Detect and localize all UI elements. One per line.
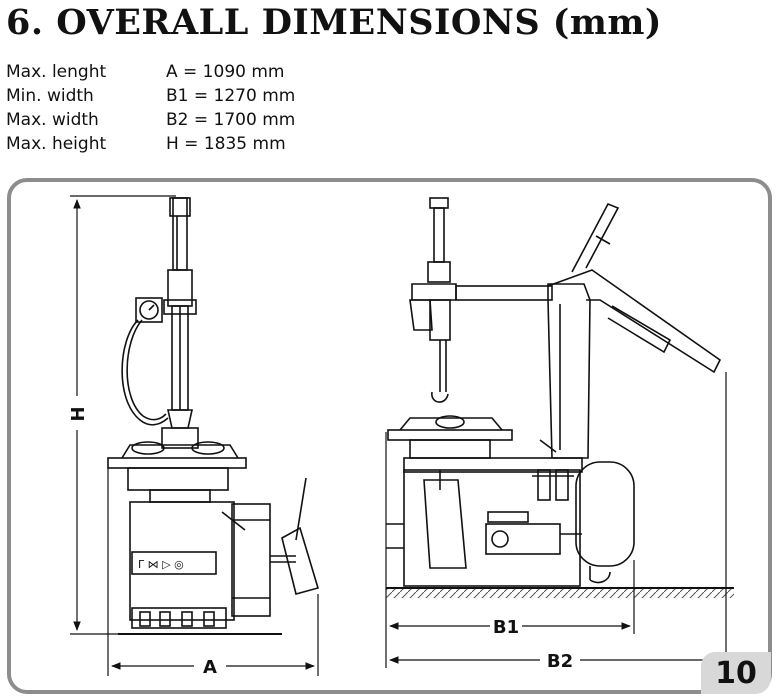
side-view	[386, 197, 734, 598]
dimensions-spec-list: Max. lenght A = 1090 mm Min. width B1 = …	[6, 60, 295, 156]
spec-value: A = 1090 mm	[166, 62, 285, 82]
svg-text:Γ ⋈ ▷ ◎: Γ ⋈ ▷ ◎	[138, 558, 184, 571]
spec-value: B2 = 1700 mm	[166, 110, 296, 130]
spec-row: Max. lenght A = 1090 mm	[6, 60, 295, 84]
page-number: 10	[701, 652, 771, 694]
spec-label: Max. lenght	[6, 62, 107, 82]
height-dimension	[70, 195, 176, 635]
spec-value: H = 1835 mm	[166, 134, 286, 154]
page-title: 6. OVERALL DIMENSIONS (mm)	[6, 2, 662, 43]
spec-value: B1 = 1270 mm	[166, 86, 296, 106]
length-dimension	[107, 468, 319, 676]
diagram-frame	[7, 178, 772, 694]
spec-row: Max. height H = 1835 mm	[6, 132, 295, 156]
min-width-dimension	[385, 432, 635, 668]
spec-label: Max. height	[6, 134, 107, 154]
pressure-gauge-icon	[135, 297, 163, 323]
spec-label: Min. width	[6, 86, 94, 106]
spec-row: Min. width B1 = 1270 mm	[6, 84, 295, 108]
spec-row: Max. width B2 = 1700 mm	[6, 108, 295, 132]
max-width-dimension	[389, 372, 727, 668]
dimension-label-a: A	[203, 657, 217, 678]
dimension-label-h: H	[68, 406, 89, 421]
front-view: Γ ⋈ ▷ ◎	[107, 197, 320, 635]
dimension-label-b1: B1	[493, 617, 519, 638]
dimension-label-b2: B2	[547, 651, 573, 672]
spec-label: Max. width	[6, 110, 99, 130]
